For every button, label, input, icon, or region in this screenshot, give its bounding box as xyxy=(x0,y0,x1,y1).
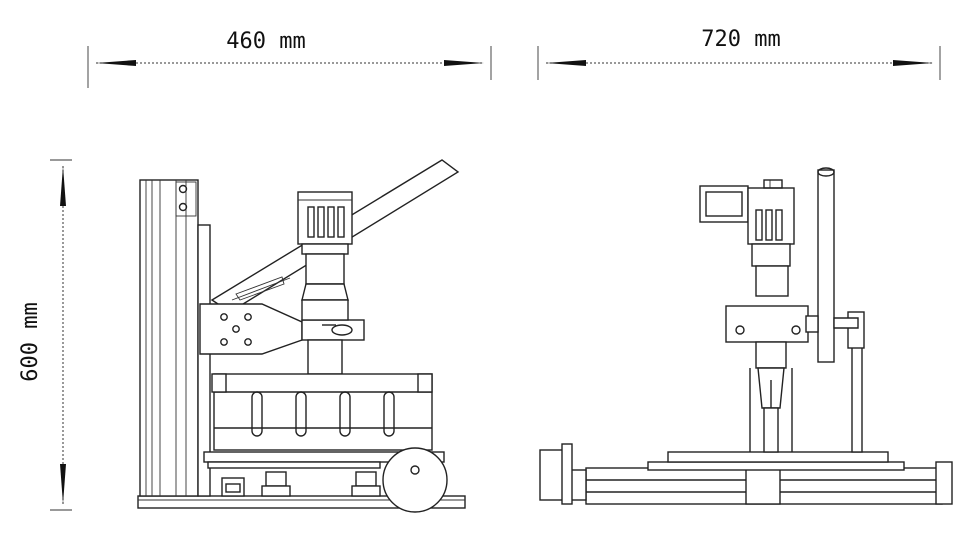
dimension-side-width-label: 460 mm xyxy=(226,29,305,54)
dimension-height-label: 600 mm xyxy=(18,302,43,381)
dimension-height: 600 mm xyxy=(18,159,72,511)
front-view xyxy=(539,167,953,505)
dimension-front-width: 720 mm xyxy=(537,27,941,80)
dimension-front-width-label: 720 mm xyxy=(701,27,780,52)
dimension-side-width: 460 mm xyxy=(87,29,492,88)
side-view xyxy=(137,159,466,513)
